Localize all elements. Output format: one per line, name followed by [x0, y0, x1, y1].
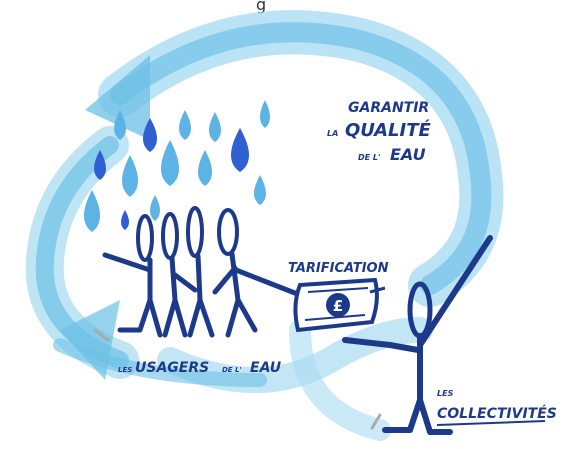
user-figure	[186, 206, 215, 338]
label-users-big: USAGERS	[135, 360, 209, 376]
drop-icon	[198, 150, 212, 186]
label-users-big2: EAU	[250, 360, 282, 376]
rain-drops	[84, 100, 270, 232]
drop-icon	[179, 110, 191, 140]
label-quality-line2-big: QUALITÉ	[345, 119, 431, 141]
drop-icon	[114, 110, 126, 140]
banknote: £	[293, 277, 386, 333]
label-users-small: LES	[118, 366, 132, 374]
label-communities-small: LES	[437, 389, 454, 398]
user-figure	[161, 212, 198, 338]
user-figure	[212, 208, 303, 338]
drop-icon	[254, 175, 266, 205]
drop-icon	[94, 150, 106, 180]
user-figure	[102, 214, 163, 338]
drop-icon	[121, 210, 129, 230]
label-quality: GARANTIR LA QUALITÉ DE L' EAU	[327, 100, 431, 164]
label-communities: LES COLLECTIVITÉS	[436, 389, 557, 426]
currency-symbol: £	[333, 297, 343, 315]
label-quality-line2-small: LA	[327, 129, 338, 138]
cycle-arrowhead-bottom	[60, 300, 120, 380]
cycle-arrow	[25, 10, 504, 441]
drop-icon	[260, 100, 270, 128]
label-communities-big: COLLECTIVITÉS	[437, 405, 557, 422]
label-quality-line1: GARANTIR	[348, 100, 429, 116]
drop-icon	[161, 140, 179, 186]
label-pricing: TARIFICATION	[288, 261, 389, 276]
drop-icon	[231, 128, 249, 172]
drop-icon	[150, 195, 160, 221]
drop-icon	[84, 190, 100, 232]
label-quality-line3-small: DE L'	[358, 153, 380, 162]
cycle-arrowhead-top	[85, 55, 150, 140]
water-users-group	[93, 206, 303, 342]
drop-icon	[209, 112, 221, 142]
label-users: LES USAGERS DE L' EAU	[118, 360, 282, 376]
label-quality-line3-big: EAU	[390, 145, 426, 164]
top-cropped-text: g	[256, 0, 266, 14]
drop-icon	[122, 155, 138, 197]
drop-icon	[143, 118, 157, 152]
community-figure	[342, 235, 493, 435]
label-users-small2: DE L'	[222, 366, 242, 374]
